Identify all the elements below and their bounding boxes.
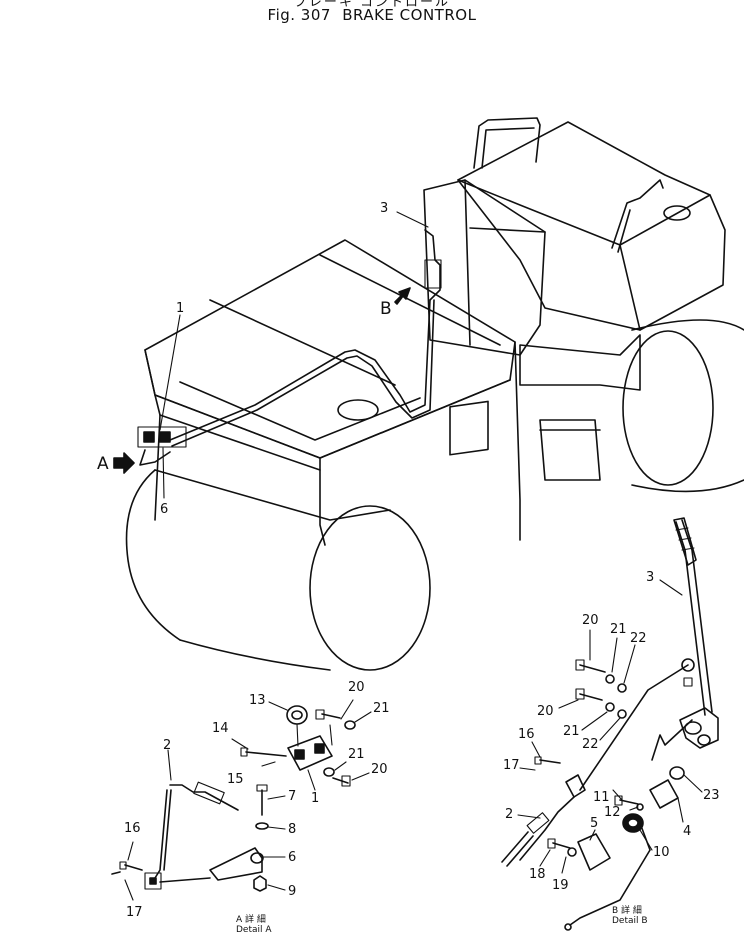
callout-3-b: 3: [646, 570, 655, 585]
callout-22-b-top: 22: [630, 631, 647, 646]
front-bracket: [137, 426, 187, 466]
machine-view: [113, 117, 744, 671]
callout-21-b-top: 21: [610, 622, 627, 637]
callout-16-b: 16: [518, 727, 535, 742]
callout-2-b: 2: [505, 807, 514, 822]
view-label-b: B: [380, 299, 392, 319]
callout-5: 5: [590, 816, 599, 831]
callout-16-a: 16: [124, 821, 141, 836]
callout-8: 8: [288, 822, 297, 837]
detail-a-drawing: [111, 699, 372, 901]
detail-b-en: Detail B: [612, 916, 648, 926]
figure-number: Fig. 307: [267, 6, 331, 24]
operator-column: [423, 179, 641, 481]
front-drum: [125, 469, 431, 671]
callout-22-b-bottom: 22: [582, 737, 599, 752]
figure-title: Fig. 307 BRAKE CONTROL: [0, 6, 744, 24]
callout-20-a-top: 20: [348, 680, 365, 695]
arrow-b: [394, 287, 411, 305]
callout-20-b-bottom: 20: [537, 704, 554, 719]
callout-20-a-bottom: 20: [371, 762, 388, 777]
arrow-a: [113, 452, 135, 474]
callout-12: 12: [604, 805, 621, 820]
callout-6-main: 6: [160, 502, 169, 517]
callout-17-b: 17: [503, 758, 520, 773]
callout-1-main: 1: [176, 301, 185, 316]
view-label-a: A: [97, 454, 109, 474]
brake-lever-main: [424, 229, 442, 301]
callout-21-a-top: 21: [373, 701, 390, 716]
japanese-title: ブレーキ コントロール: [293, 0, 451, 10]
callout-4: 4: [683, 824, 692, 839]
rear-drum: [622, 319, 744, 493]
callout-19: 19: [552, 878, 569, 893]
callout-18: 18: [529, 867, 546, 882]
detail-a-caption: A 詳 細 Detail A: [236, 915, 272, 935]
callout-14: 14: [212, 721, 229, 736]
callout-21-b-bottom: 21: [563, 724, 580, 739]
callout-21-a-bottom: 21: [348, 747, 365, 762]
callout-20-b-top: 20: [582, 613, 599, 628]
rear-engine-hood: [457, 117, 726, 331]
detail-b-jp: B 詳 細: [612, 906, 642, 916]
detail-b-caption: B 詳 細 Detail B: [612, 906, 648, 926]
figure-caption: BRAKE CONTROL: [342, 6, 477, 24]
detail-a-jp: A 詳 細: [236, 915, 266, 925]
callout-11: 11: [593, 790, 610, 805]
detail-a-en: Detail A: [236, 925, 272, 935]
callout-15: 15: [227, 772, 244, 787]
brake-rod-main: [169, 299, 435, 447]
callout-17-a: 17: [126, 905, 143, 920]
callout-1-a: 1: [311, 791, 320, 806]
callout-2-a: 2: [163, 738, 172, 753]
callout-7: 7: [288, 789, 297, 804]
callout-6-a: 6: [288, 850, 297, 865]
front-engine-housing: [144, 239, 521, 546]
callout-23: 23: [703, 788, 720, 803]
callout-3-main: 3: [380, 201, 389, 216]
callout-13: 13: [249, 693, 266, 708]
callout-10: 10: [653, 845, 670, 860]
callout-9: 9: [288, 884, 297, 899]
detail-b-drawing: [501, 517, 719, 931]
